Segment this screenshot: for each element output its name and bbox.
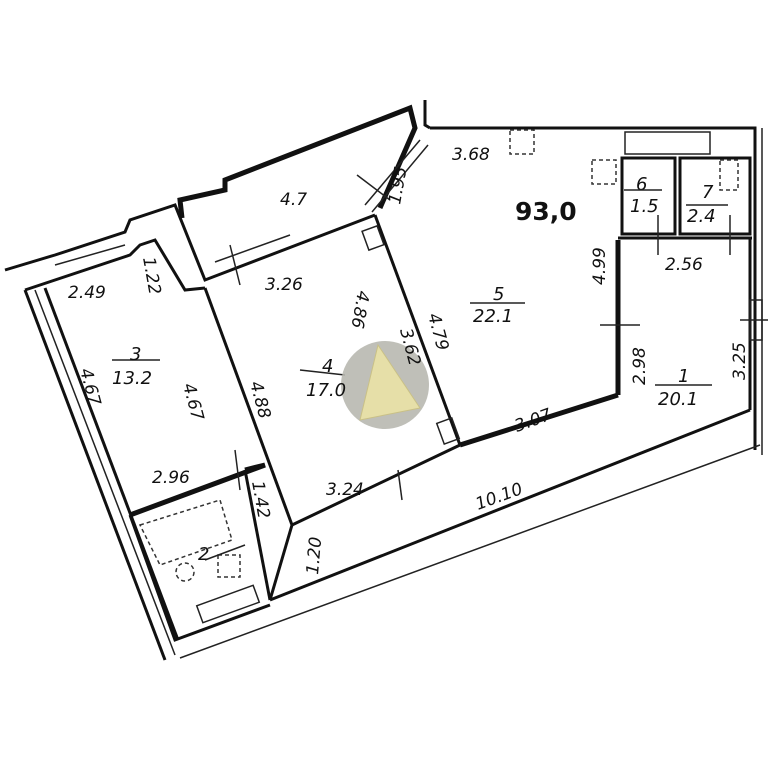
svg-text:3.25: 3.25 <box>730 342 750 380</box>
svg-text:6: 6 <box>636 174 647 195</box>
svg-text:3.68: 3.68 <box>452 145 490 165</box>
svg-text:13.2: 13.2 <box>112 368 152 389</box>
svg-text:2.56: 2.56 <box>665 255 703 275</box>
total-area: 93,0 <box>515 197 577 226</box>
svg-text:20.1: 20.1 <box>658 389 698 410</box>
svg-text:3.07: 3.07 <box>512 405 555 437</box>
svg-text:4.67: 4.67 <box>178 381 207 423</box>
walls <box>4 100 763 661</box>
svg-text:3.24: 3.24 <box>326 480 364 500</box>
watermark-logo <box>341 341 429 429</box>
dimension-ticks <box>112 174 768 561</box>
svg-text:1.22: 1.22 <box>138 255 164 296</box>
room-1-label: 1 20.1 <box>655 366 712 410</box>
svg-text:1.42: 1.42 <box>247 479 273 520</box>
svg-text:3: 3 <box>130 344 141 365</box>
room-6-label: 6 1.5 <box>624 174 662 217</box>
svg-text:2.4: 2.4 <box>687 206 716 227</box>
svg-text:1: 1 <box>678 366 689 387</box>
room-7-label: 7 2.4 <box>686 182 728 227</box>
svg-text:3.26: 3.26 <box>265 275 303 295</box>
svg-text:17.0: 17.0 <box>306 380 346 401</box>
svg-text:22.1: 22.1 <box>473 306 513 327</box>
svg-text:5: 5 <box>493 284 504 305</box>
svg-text:4: 4 <box>322 356 333 377</box>
svg-text:1.20: 1.20 <box>303 536 326 575</box>
svg-text:1.95: 1.95 <box>385 165 411 206</box>
svg-text:4.86: 4.86 <box>346 289 372 330</box>
svg-text:2.96: 2.96 <box>152 468 190 488</box>
svg-text:4.7: 4.7 <box>280 190 307 210</box>
room-3-label: 3 13.2 <box>112 344 152 389</box>
svg-text:7: 7 <box>702 182 714 203</box>
svg-text:4.88: 4.88 <box>245 379 274 421</box>
svg-text:1.5: 1.5 <box>630 196 659 217</box>
svg-text:4.99: 4.99 <box>590 247 610 285</box>
svg-text:2.49: 2.49 <box>68 283 106 303</box>
svg-text:4.67: 4.67 <box>75 366 104 408</box>
room-2-label: 2 <box>198 544 209 565</box>
room-4-label: 4 17.0 <box>306 356 346 401</box>
dimension-labels: 4.7 1.95 3.68 2.49 1.22 3.26 4.86 3.62 4… <box>68 145 750 575</box>
room-5-label: 5 22.1 <box>470 284 525 327</box>
svg-text:2.98: 2.98 <box>630 347 650 385</box>
svg-text:4.79: 4.79 <box>423 311 452 353</box>
